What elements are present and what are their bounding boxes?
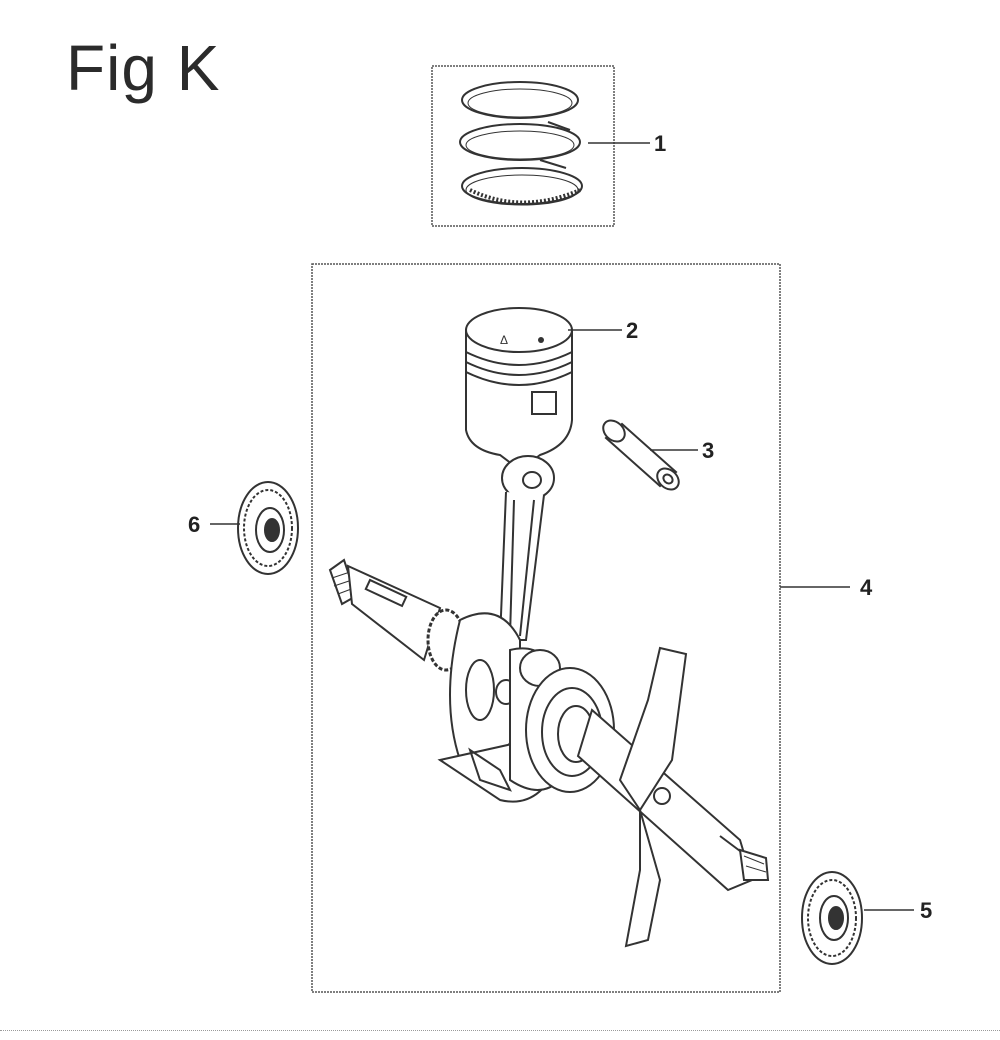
piston-rings-part[interactable]	[459, 81, 583, 206]
callout-4: 4	[860, 575, 873, 600]
connecting-rod	[498, 455, 555, 641]
oil-seal-right-part[interactable]	[801, 871, 863, 965]
oil-seal-left-part[interactable]	[237, 481, 299, 575]
bottom-divider	[0, 1030, 1000, 1031]
callout-2: 2	[626, 318, 638, 343]
crankshaft	[328, 558, 770, 948]
callout-1: 1	[654, 131, 666, 156]
piston-part[interactable]: Δ	[465, 307, 573, 472]
piston-pin-part[interactable]	[599, 416, 683, 493]
crankshaft-assembly-box	[311, 263, 781, 993]
figure-title: Fig K	[66, 32, 221, 104]
callout-3: 3	[702, 438, 714, 463]
svg-text:Δ: Δ	[500, 333, 508, 347]
callout-5: 5	[920, 898, 932, 923]
callout-6: 6	[188, 512, 200, 537]
piston-ring-set-box	[431, 65, 615, 227]
